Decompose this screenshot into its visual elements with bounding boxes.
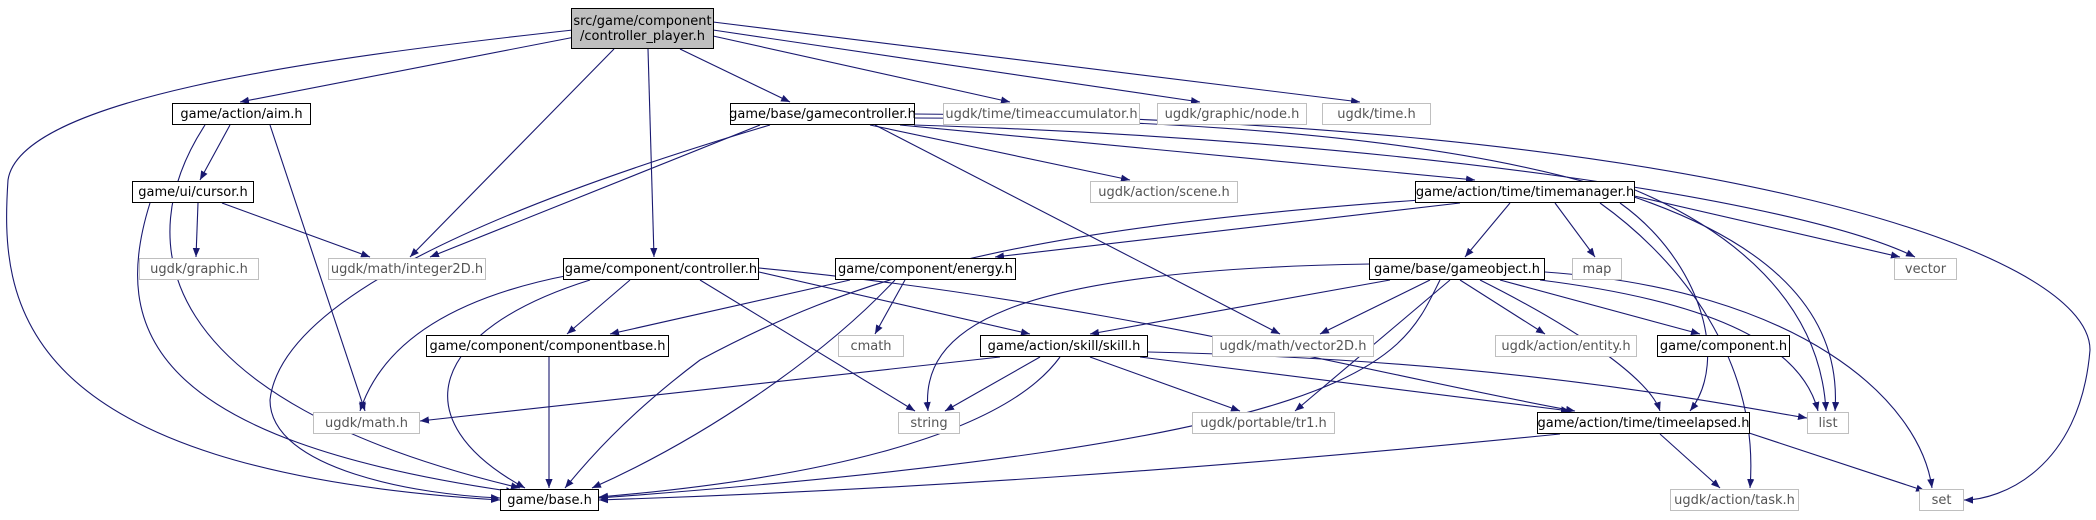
node-skill[interactable]: game/action/skill/skill.h [980,335,1148,357]
edge-te-task [1659,433,1721,489]
node-energy[interactable]: game/component/energy.h [835,258,1016,280]
node-root-controller-player: src/game/component /controller_player.h [571,8,714,49]
edge-root-controller [647,48,658,258]
edge-root-graphic-node [712,29,1201,105]
edge-root-time [712,21,1361,105]
node-cmath: cmath [838,335,904,357]
edge-energy-cmath [874,279,906,335]
edge-controller-componentbase [566,279,631,335]
node-timeelapsed[interactable]: game/action/time/timeelapsed.h [1537,412,1750,434]
edge-gc-set [913,113,2091,504]
node-controller[interactable]: game/component/controller.h [563,258,759,280]
node-vector: vector [1894,258,1957,280]
node-aim[interactable]: game/action/aim.h [172,103,311,125]
edge-root-integer2d [409,48,615,258]
node-vector2d: ugdk/math/vector2D.h [1212,335,1374,357]
edge-go-set [1544,271,1935,489]
edge-go-component [1499,279,1701,336]
node-cursor[interactable]: game/ui/cursor.h [132,181,254,203]
node-timemanager[interactable]: game/action/time/timemanager.h [1415,181,1635,203]
edge-go-entity [1459,279,1546,335]
edge-aim-math [269,124,366,412]
edge-root-aim [239,36,576,104]
node-math: ugdk/math.h [313,412,420,434]
edge-cursor-integer2d [221,202,371,258]
edge-te-set [1739,429,1926,492]
edge-tm-timeelapsed [1619,202,1709,412]
edge-go-vector2d [1319,279,1431,335]
edge-tm-vector [1629,194,1901,259]
node-timeaccumulator: ugdk/time/timeaccumulator.h [943,103,1140,125]
root-label-line2: /controller_player.h [580,28,705,44]
edge-skill-list [1147,351,1808,421]
edge-go-skill [1089,279,1391,336]
node-list: list [1807,412,1849,434]
node-time: ugdk/time.h [1322,103,1431,125]
edge-controller-string [699,279,916,412]
edge-skill-tr1 [1089,356,1241,412]
node-tr1: ugdk/portable/tr1.h [1192,412,1335,434]
node-componentbase[interactable]: game/component/componentbase.h [426,335,669,357]
edge-aim-cursor [199,124,231,181]
node-gamecontroller[interactable]: game/base/gamecontroller.h [729,103,916,125]
edge-energy-componentbase [609,279,851,336]
edge-controller-skill [758,271,1031,336]
node-graphic-node: ugdk/graphic/node.h [1157,103,1307,125]
edge-energy-base [591,279,896,489]
edge-skill-timeelapsed [1139,356,1571,414]
edge-gc-timemanager [899,124,1476,183]
edge-controller-math [359,274,571,412]
edge-cursor-base [137,202,516,495]
edge-gc-vector [913,124,1916,258]
edge-tm-list [1634,189,1830,412]
edge-root-timeaccumulator [712,35,1011,104]
edge-tm-base [564,199,1421,489]
node-action-scene: ugdk/action/scene.h [1090,181,1238,203]
edge-go-string [923,263,1371,412]
node-map: map [1572,258,1622,280]
node-entity: ugdk/action/entity.h [1495,335,1637,357]
edge-go-list [1539,279,1820,412]
edge-controller-base [447,279,591,489]
node-gameobject[interactable]: game/base/gameobject.h [1369,258,1545,280]
root-label-line1: src/game/component [573,13,712,29]
edge-root-gamecontroller [679,48,791,103]
edge-cursor-graphic [192,202,200,258]
node-set: set [1919,489,1964,511]
edge-gc-base [269,124,771,502]
edge-tm-gameobject [1464,202,1511,258]
edge-tm-energy [994,202,1461,260]
edge-gc-vector2d [874,124,1281,335]
node-task: ugdk/action/task.h [1670,489,1799,511]
edge-aim-base [169,124,521,490]
edge-gc-scene [869,124,1131,182]
edge-skill-string [944,356,1041,412]
edge-root-base [6,29,574,504]
edge-skill-base [598,356,1061,500]
edge-skill-math [419,356,1001,424]
node-integer2d: ugdk/math/integer2D.h [328,258,486,280]
edge-go-base [598,279,1441,501]
edge-tm-map [1554,202,1596,258]
node-graphic: ugdk/graphic.h [139,258,259,280]
node-base[interactable]: game/base.h [500,489,599,511]
edge-te-base [598,433,1561,504]
edge-tm-task [1599,202,1755,489]
edge-gc-integer2d [429,124,761,258]
node-component[interactable]: game/component.h [1657,335,1790,357]
node-string: string [898,412,960,434]
